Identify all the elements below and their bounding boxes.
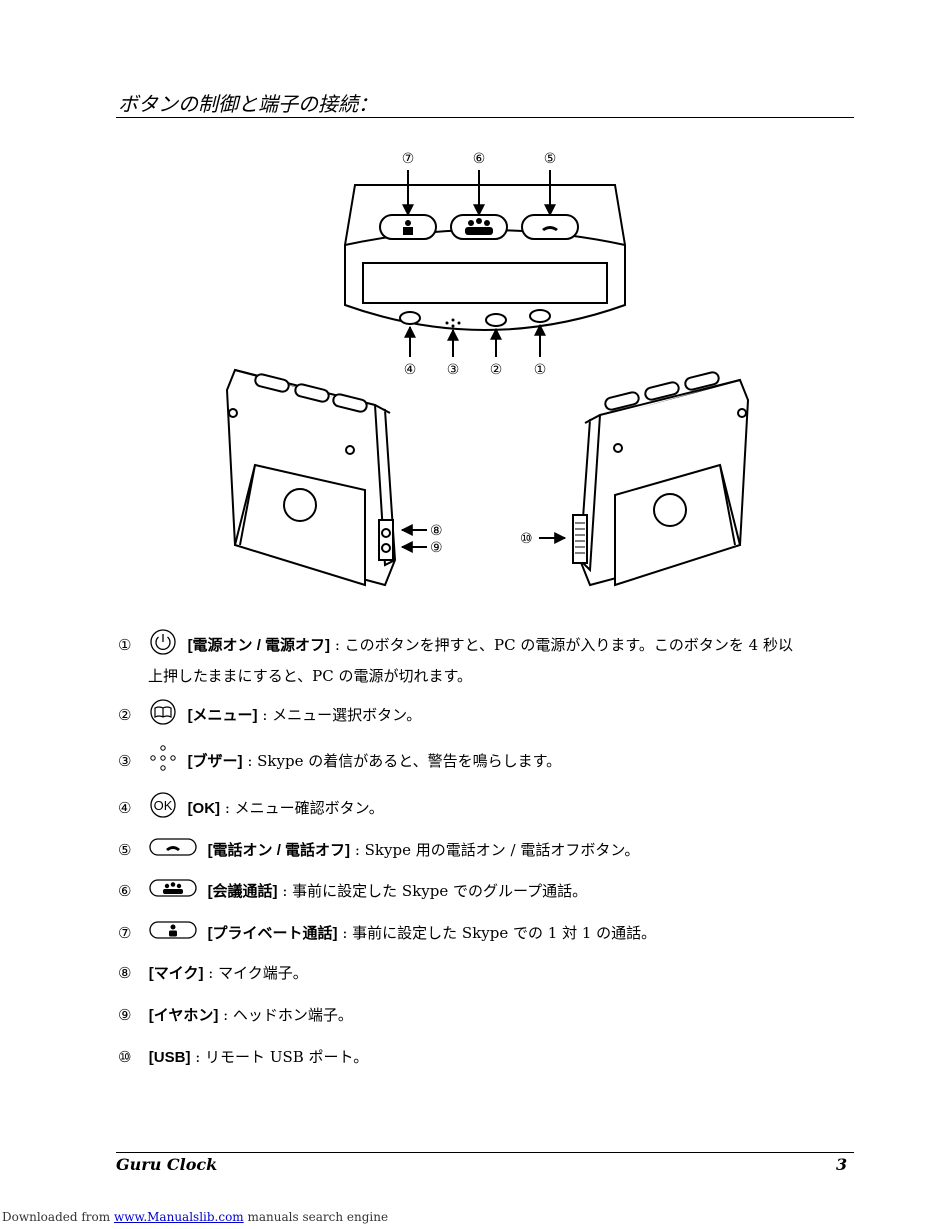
callout-4: ④ (404, 362, 417, 378)
ok-icon: OK (149, 791, 177, 827)
list-item: ④ OK [OK] : メニュー確認ボタン。 (118, 791, 384, 827)
phone-icon (149, 837, 197, 865)
device-illustration: ⑦ ⑥ ⑤ ④ ③ ② ① ⑧ ⑨ (225, 151, 750, 587)
callout-10: ⑩ (520, 531, 533, 547)
power-icon (149, 628, 177, 664)
group-icon (149, 878, 197, 906)
callout-5: ⑤ (544, 151, 557, 167)
download-notice: Downloaded from www.Manualslib.com manua… (2, 1210, 389, 1224)
list-item: ⑥ [会議通話] : 事前に設定した Skype でのグループ通話。 (118, 878, 587, 906)
callout-7: ⑦ (402, 151, 415, 167)
person-icon (149, 920, 197, 948)
list-item: ① [電源オン / 電源オフ] : このボタンを押すと、PC の電源が入ります。… (118, 628, 793, 689)
book-icon (149, 698, 177, 734)
footer-product-name: Guru Clock (116, 1155, 218, 1174)
list-item: ② [メニュー] : メニュー選択ボタン。 (118, 698, 421, 734)
header-rule (116, 117, 854, 118)
manualslib-link[interactable]: www.Manualslib.com (113, 1210, 244, 1224)
list-item: ⑤ [電話オン / 電話オフ] : Skype 用の電話オン / 電話オフボタン… (118, 837, 639, 865)
callout-2: ② (490, 362, 503, 378)
callout-3: ③ (447, 362, 460, 378)
callout-8: ⑧ (430, 523, 443, 539)
list-item: ⑦ [プライベート通話] : 事前に設定した Skype での 1 対 1 の通… (118, 920, 656, 948)
page-number: 3 (836, 1155, 848, 1174)
footer-rule (116, 1152, 854, 1153)
list-item: ⑨ [イヤホン] : ヘッドホン端子。 (118, 1006, 353, 1024)
svg-text:OK: OK (153, 798, 172, 813)
callout-9: ⑨ (430, 540, 443, 556)
callout-6: ⑥ (473, 151, 486, 167)
buzzer-icon (149, 744, 177, 780)
list-item: ⑩ [USB] : リモート USB ポート。 (118, 1048, 369, 1066)
list-item: ③ [ブザー] : Skype の着信があると、警告を鳴らします。 (118, 744, 561, 780)
list-item: ⑧ [マイク] : マイク端子。 (118, 964, 308, 982)
page-title: ボタンの制御と端子の接続： (118, 92, 378, 116)
callout-1: ① (534, 362, 547, 378)
